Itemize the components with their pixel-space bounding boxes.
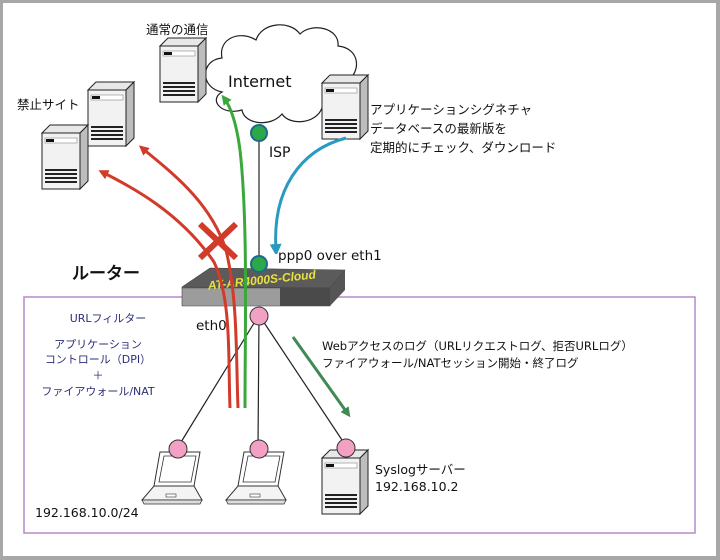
firewall-label: ファイアウォール/NAT [41, 385, 155, 398]
isp-port [250, 124, 268, 142]
lan-zone-box [23, 296, 696, 534]
internet-label: Internet [228, 72, 292, 91]
pc1-port [168, 439, 188, 459]
laptop-icon-2 [225, 451, 287, 505]
eth0-label: eth0 [196, 318, 227, 334]
ppp0-port [250, 255, 268, 273]
syslog-server-name: Syslogサーバー [375, 462, 466, 477]
log-description-line-1: Webアクセスのログ（URLリクエストログ、拒否URLログ） [322, 339, 633, 353]
lan-subnet-label: 192.168.10.0/24 [35, 505, 139, 520]
lan-link-pc2 [257, 314, 260, 448]
allowed-flow-arrow [221, 94, 248, 409]
isp-label: ISP [269, 145, 291, 161]
prohibited-server-icon-2 [41, 124, 89, 190]
router-device: AT-AR4000S-Cloud [181, 267, 346, 307]
signature-update-line-1: アプリケーションシグネチャ [370, 102, 533, 117]
router-heading: ルーター [72, 264, 140, 284]
ppp-interface-label: ppp0 over eth1 [278, 248, 382, 264]
internet-cloud [205, 24, 358, 124]
signature-update-line-2: データベースの最新版を [370, 121, 507, 136]
prohibited-site-label: 禁止サイト [17, 97, 80, 112]
normal-traffic-label: 通常の通信 [146, 22, 209, 37]
prohibited-server-icon-1 [87, 81, 135, 147]
syslog-server-ip: 192.168.10.2 [375, 479, 459, 494]
laptop-icon-1 [141, 451, 203, 505]
syslog-port [336, 438, 356, 458]
blocked-flow-arrow-2 [98, 170, 232, 409]
app-control-label-1: アプリケーション [54, 338, 142, 351]
plus-label: ＋ [92, 369, 104, 382]
signature-server-icon [321, 74, 369, 140]
normal-server-icon [159, 37, 207, 103]
blocked-x-icon [197, 221, 239, 261]
app-control-label-2: コントロール（DPI） [44, 353, 152, 366]
log-description-line-2: ファイアウォール/NATセッション開始・終了ログ [322, 356, 579, 370]
lan-link-syslog [258, 314, 347, 447]
syslog-server-icon [321, 449, 369, 515]
eth0-port [249, 306, 269, 326]
signature-update-line-3: 定期的にチェック、ダウンロード [370, 140, 557, 155]
signature-update-arrow [276, 136, 347, 250]
url-filter-label: URLフィルター [69, 312, 147, 325]
log-flow-arrow [291, 336, 351, 418]
pc2-port [249, 439, 269, 459]
